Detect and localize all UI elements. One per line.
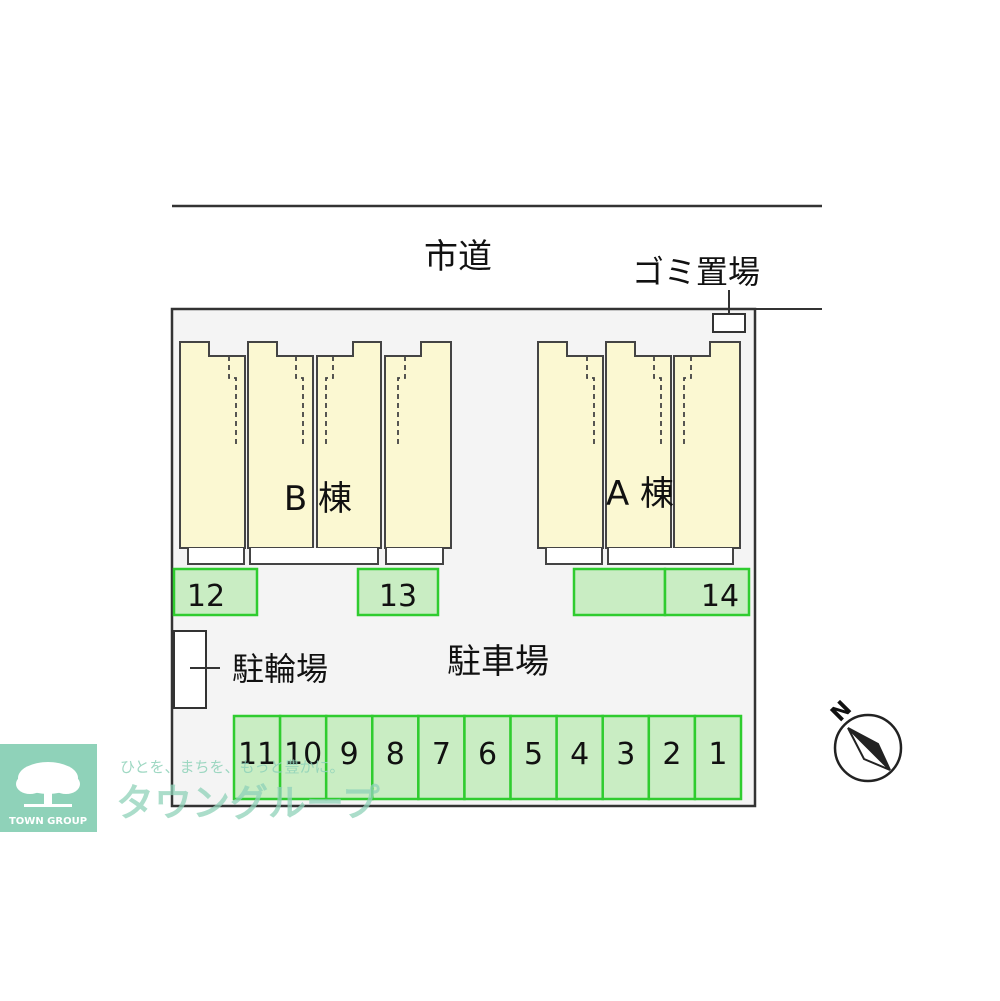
parking-space-12: 12 — [172, 567, 259, 617]
bicycle-parking-label: 駐輪場 — [232, 650, 328, 688]
tree-icon — [16, 762, 80, 807]
compass: N — [826, 696, 903, 783]
parking-space-7-number: 7 — [432, 737, 451, 772]
logo-text: TOWN GROUP — [9, 816, 87, 827]
parking-space-2-number: 2 — [662, 737, 681, 772]
parking-space-14-group: 14 — [572, 567, 751, 617]
building-a-label: A 棟 — [606, 474, 674, 514]
parking-space-8-number: 8 — [386, 737, 405, 772]
parking-space-11-number: 11 — [238, 737, 276, 772]
parking-label: 駐車場 — [447, 642, 549, 682]
building-b-balconies — [187, 548, 444, 565]
building-a-balconies — [545, 548, 734, 565]
building-a-unit-3 — [673, 341, 741, 549]
garbage-area-label: ゴミ置場 — [632, 253, 760, 291]
watermark-brand: タウングループ — [116, 781, 380, 825]
parking-space-14-number: 14 — [701, 579, 739, 614]
building-b-unit-4 — [384, 341, 452, 549]
parking-space-14-box — [663, 567, 751, 617]
garbage-area — [712, 313, 746, 333]
building-b-unit-2 — [247, 341, 314, 549]
building-a: A 棟 — [537, 341, 741, 565]
building-a-unit-1 — [537, 341, 604, 549]
parking-space-1-box — [693, 714, 743, 801]
parking-space-12-number: 12 — [187, 579, 225, 614]
parking-space-13-number: 13 — [379, 579, 417, 614]
building-b-label: B 棟 — [284, 479, 352, 519]
building-b-unit-1 — [179, 341, 246, 549]
parking-space-4-number: 4 — [570, 737, 589, 772]
parking-space-6-number: 6 — [478, 737, 497, 772]
road-label: 市道 — [424, 237, 492, 277]
parking-space-1-number: 1 — [708, 737, 727, 772]
parking-space-13: 13 — [356, 567, 440, 617]
parking-space-3-box — [601, 714, 651, 801]
parking-space-3-number: 3 — [616, 737, 635, 772]
building-a-unit-2 — [605, 341, 672, 549]
parking-space-10-number: 10 — [284, 737, 322, 772]
watermark: TOWN GROUP ひとを、まちを、もっと豊かに。 タウングループ — [0, 744, 380, 832]
parking-space-5-number: 5 — [524, 737, 543, 772]
parking-space-13-box — [356, 567, 440, 617]
parking-space-12-box — [172, 567, 259, 617]
building-b: B 棟 — [179, 341, 452, 565]
parking-space-9-number: 9 — [340, 737, 359, 772]
bicycle-parking-area — [173, 630, 207, 709]
parking-space-unnumbered — [572, 567, 667, 617]
parking-space-6-box — [463, 714, 512, 801]
compass-needle-dark — [847, 727, 891, 771]
parking-space-10-box — [278, 714, 328, 801]
building-a-stairs — [586, 356, 692, 444]
watermark-tagline: ひとを、まちを、もっと豊かに。 — [120, 758, 345, 776]
parking-space-5-box — [509, 714, 558, 801]
